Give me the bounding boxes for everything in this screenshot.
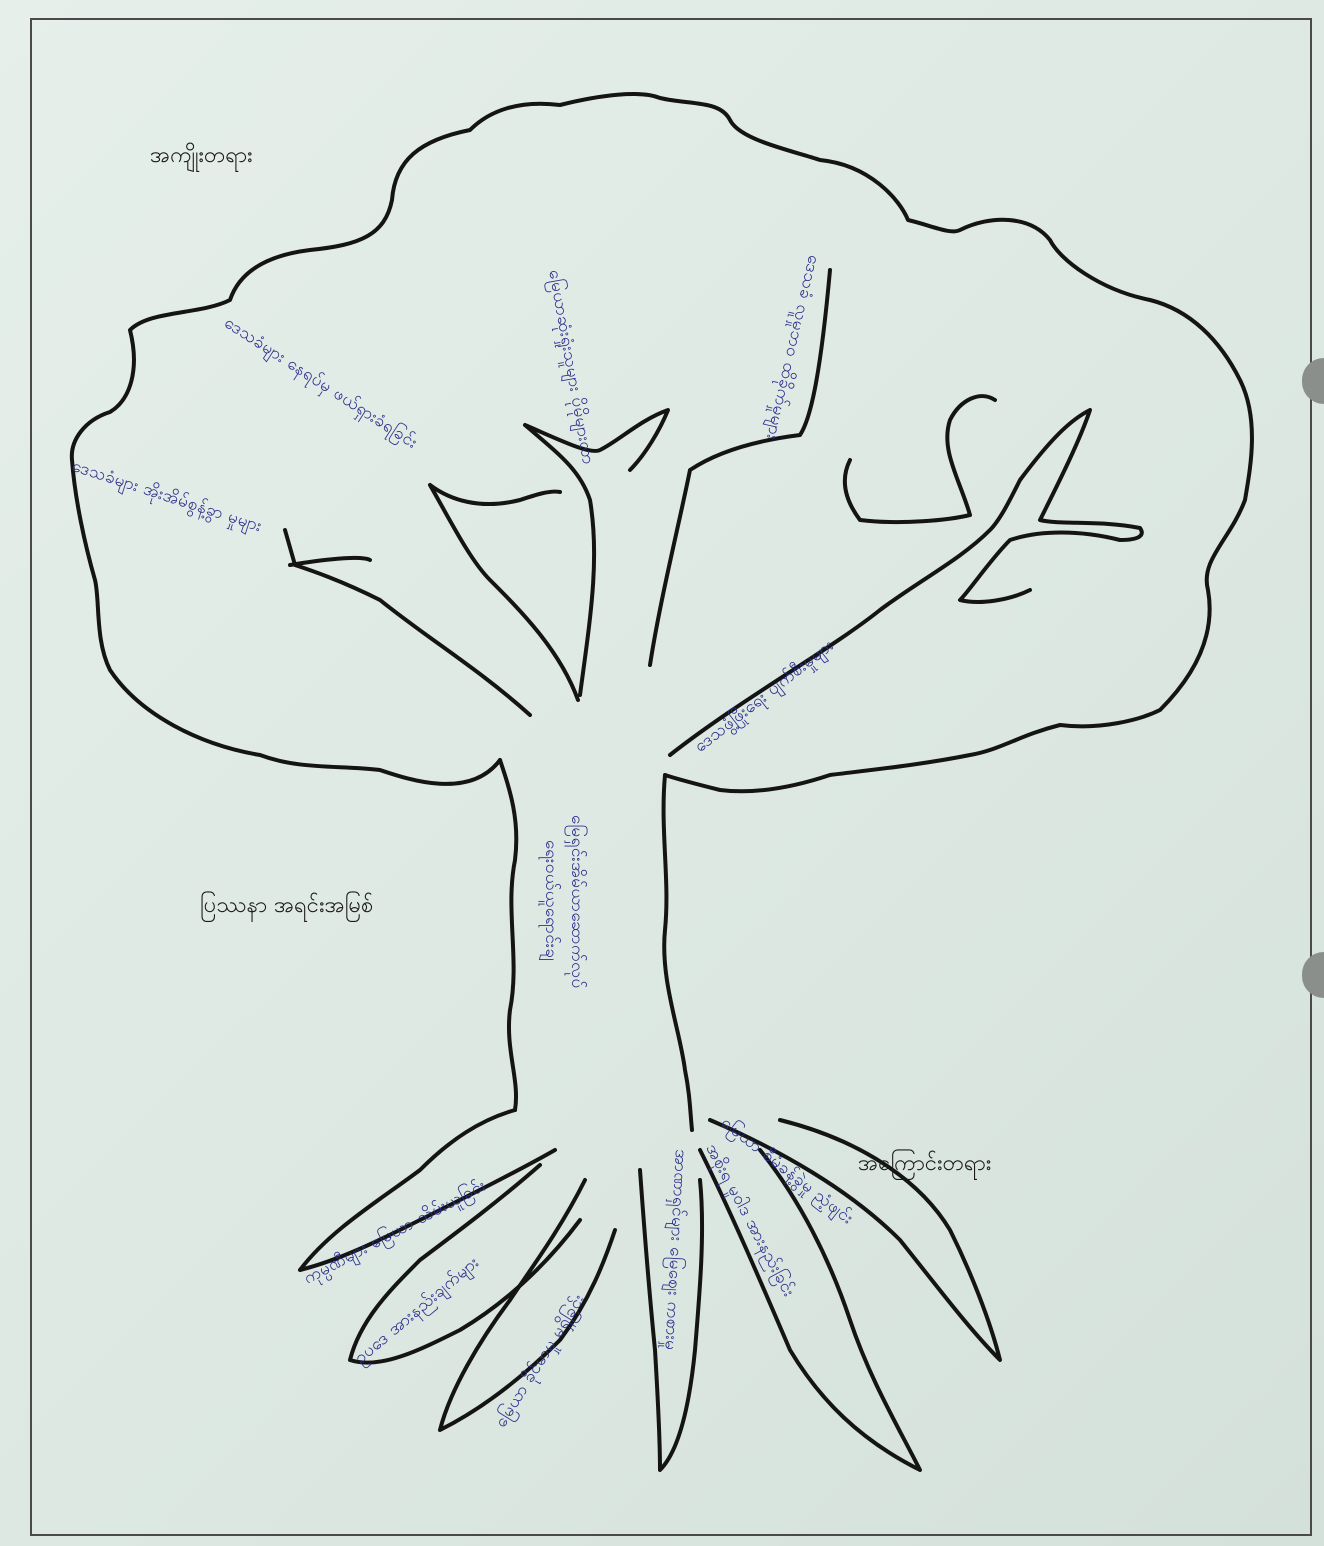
causes-label: အကြောင်းတရား (858, 1148, 991, 1181)
core-problem-label: ပြဿနာ အရင်းအမြစ် (200, 890, 373, 923)
tree-trunk-left (500, 760, 516, 1110)
tree-trunk-right (664, 775, 692, 1130)
tree-crown-outline (72, 94, 1252, 791)
branch-hook (845, 396, 995, 522)
branch-far-left (285, 530, 530, 715)
effects-label: အကျိုးတရား (150, 140, 253, 173)
trunk-text-line-2: ရေး၀ယ်ယူရောင်းချ (537, 840, 562, 961)
trunk-text-line-1: မြေရှင်းအိမ်ယာဆောက်လုပ် (563, 815, 588, 989)
root-1 (300, 1110, 555, 1270)
branch-left (430, 485, 578, 700)
